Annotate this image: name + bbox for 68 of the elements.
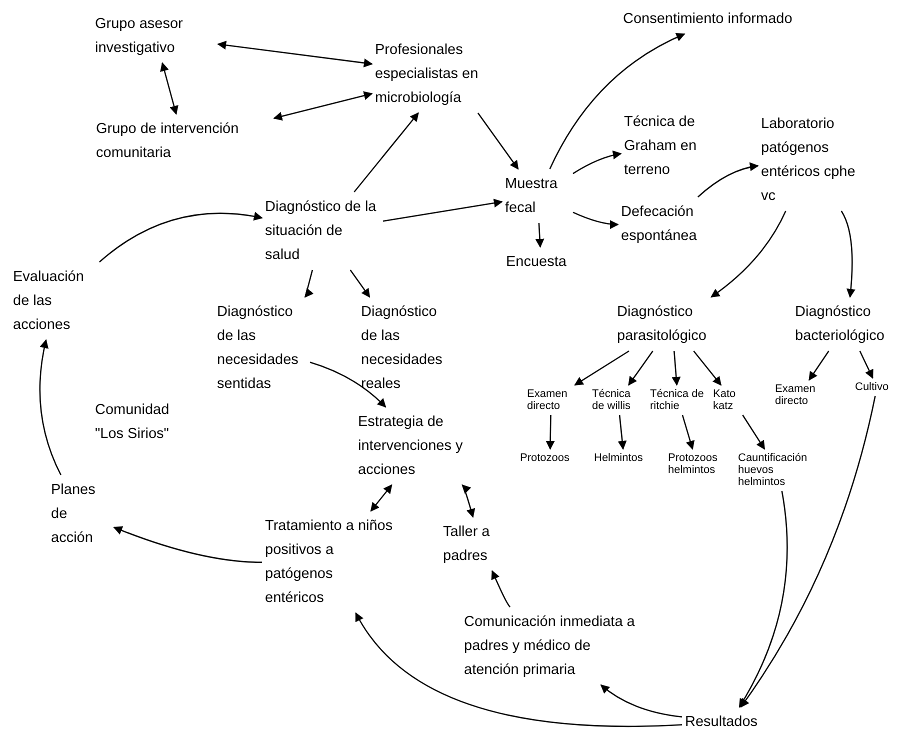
node-label: Diagnóstico de las necesidades sentidas <box>217 303 300 394</box>
node-label: Tratamiento a niños positivos a patógenos entéricos <box>265 517 394 608</box>
arrow <box>462 484 476 518</box>
arrow <box>808 350 830 381</box>
node-label: Diagnóstico bacteriológico <box>795 303 886 346</box>
node-label: Laboratorio patógenos entéricos cphe vc <box>761 115 856 206</box>
node-label: Técnica de willis <box>592 388 632 412</box>
node-label: Consentimiento informado <box>623 10 792 29</box>
node-label: Diagnóstico parasitológico <box>617 303 708 346</box>
arrow <box>693 350 722 386</box>
arrow <box>355 612 682 727</box>
arrow <box>628 350 654 386</box>
node-label: Cauntificación huevos helmintos <box>738 452 808 488</box>
node-label: Grupo asesor investigativo <box>95 15 184 58</box>
node-label: Encuesta <box>506 253 566 272</box>
node-label: Examen directo <box>527 388 568 412</box>
node-label: Defecación espontánea <box>621 203 698 246</box>
arrow <box>672 350 681 386</box>
node-label: Comunicación inmediata a padres y médico de atención primaria <box>464 613 636 680</box>
node-label: Protozoos helmintos <box>668 452 719 476</box>
arrow <box>491 570 511 608</box>
node-label: Diagnóstico de las necesidades reales <box>361 303 444 394</box>
arrow <box>738 490 788 708</box>
arrow <box>840 210 856 298</box>
node-label: Estrategia de intervenciones y acciones <box>358 413 464 480</box>
node-label: Planes de acción <box>51 481 96 548</box>
node-label: Técnica de ritchie <box>650 388 705 412</box>
arrow <box>574 350 630 386</box>
arrow <box>354 112 419 192</box>
arrow <box>740 396 876 708</box>
arrow <box>546 414 555 450</box>
arrow <box>310 362 386 408</box>
arrow <box>535 222 544 248</box>
arrow <box>160 62 178 115</box>
arrow <box>697 162 759 198</box>
arrow <box>370 484 392 512</box>
arrow <box>572 212 619 229</box>
node-label: Técnica de Graham en terreno <box>624 113 698 180</box>
node-label: Kato katz <box>713 388 737 412</box>
arrow <box>618 414 627 450</box>
arrow <box>304 270 314 298</box>
arrow <box>859 350 874 379</box>
arrow <box>549 33 686 170</box>
arrow <box>572 150 622 174</box>
arrow <box>477 112 519 170</box>
node-label: Cultivo <box>855 381 889 393</box>
arrow <box>99 212 263 262</box>
node-label: Taller a padres <box>443 523 491 566</box>
node-label: Helmintos <box>594 452 643 464</box>
node-label: Muestra fecal <box>505 175 558 218</box>
node-label: Diagnóstico de la situación de salud <box>265 198 378 265</box>
arrow <box>600 684 682 718</box>
community-label: Comunidad "Los Sirios" <box>95 401 170 444</box>
arrow <box>350 270 370 298</box>
node-label: Examen directo <box>775 383 816 407</box>
arrow <box>710 210 786 298</box>
arrow <box>682 414 695 450</box>
arrow <box>742 414 766 450</box>
arrow <box>382 198 503 222</box>
node-label: Resultados <box>685 713 758 732</box>
arrow <box>113 526 262 563</box>
node-label: Grupo de intervención comunitaria <box>96 120 240 163</box>
node-label: Profesionales especialistas en microbiología <box>375 41 480 108</box>
arrow <box>273 91 373 121</box>
node-label: Evaluación de las acciones <box>13 268 85 335</box>
arrow <box>39 339 62 476</box>
node-label: Protozoos <box>520 452 570 464</box>
arrow <box>217 40 373 68</box>
